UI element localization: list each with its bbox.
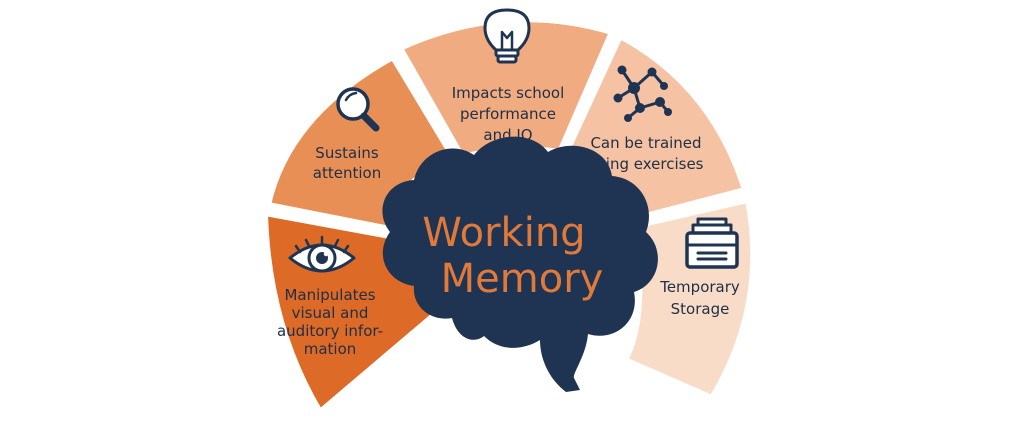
icons [288,8,739,273]
label-trained-line: Can be trained [590,134,701,152]
label-storage-line: Storage [671,300,730,318]
label-trained-line: using exercises [588,155,703,173]
lightbulb-icon [483,8,531,64]
label-school-line: Impacts school [452,84,565,102]
brain-icon [382,136,658,392]
label-manipulates-line: visual and [292,304,369,322]
label-manipulates-line: mation [304,340,357,358]
title-line-1: Working [422,210,585,256]
file-box-icon [685,217,739,269]
fan [262,16,757,415]
network-icon [613,65,672,122]
eye-icon [288,235,356,273]
label-trained: Can be trained using exercises [588,134,703,173]
label-storage-line: Temporary [659,278,740,296]
brain-shape: Working Memory [382,136,658,392]
label-manipulates-line: Manipulates [284,286,375,304]
label-school-line: performance [460,105,556,123]
magnifier-icon [336,87,380,132]
label-attention-line: Sustains [315,144,379,162]
title-line-2: Memory [441,256,604,302]
label-attention-line: attention [313,164,381,182]
label-attention: Sustains attention [313,144,381,182]
label-manipulates-line: auditory infor- [277,322,383,340]
